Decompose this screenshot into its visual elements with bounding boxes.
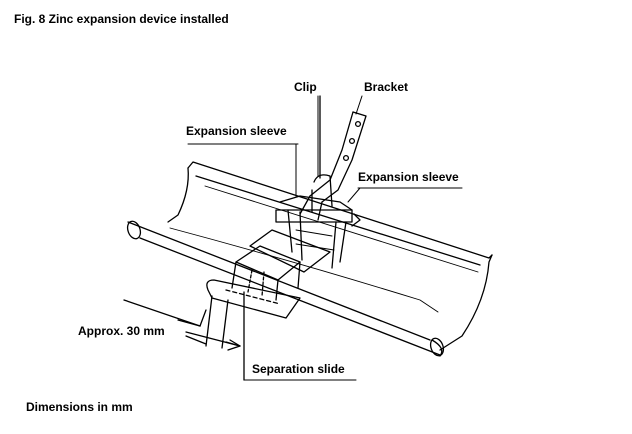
label-clip: Clip <box>294 80 317 94</box>
dimension-lines <box>123 295 241 351</box>
expansion-sleeve-upper <box>275 195 361 269</box>
figure-caption: Fig. 8 Zinc expansion device installed <box>14 12 229 26</box>
clip <box>311 95 333 213</box>
expansion-sleeve-body <box>231 229 331 301</box>
leader-lines <box>187 95 463 381</box>
separation-slide <box>206 279 301 381</box>
label-bracket: Bracket <box>364 80 409 94</box>
figure-footnote: Dimensions in mm <box>26 400 133 414</box>
label-approx-dimension: Approx. 30 mm <box>78 324 165 338</box>
pipe <box>126 220 445 357</box>
bracket <box>299 111 367 221</box>
label-expansion-sleeve-right: Expansion sleeve <box>358 170 459 184</box>
label-expansion-sleeve-left: Expansion sleeve <box>186 124 287 138</box>
label-separation-slide: Separation slide <box>252 362 345 376</box>
